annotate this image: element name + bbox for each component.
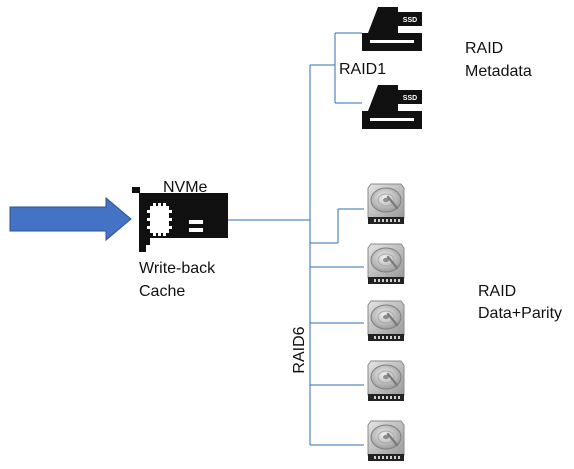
connector-lines [228, 32, 364, 446]
raid6-desc-line1: RAID [478, 283, 517, 300]
ssd-icon: SSD [362, 85, 422, 129]
raid1-label: RAID1 [339, 61, 387, 78]
ssd-tag-2: SSD [403, 95, 417, 102]
raid1-desc-line2: Metadata [465, 63, 532, 80]
nvme-label: NVMe [163, 179, 208, 196]
ssd-icon: SSD [362, 7, 422, 51]
input-arrow [9, 196, 132, 242]
ssd-tag-1: SSD [403, 17, 417, 24]
hard-drive-icon [366, 299, 406, 343]
raid6-desc-line2: Data+Parity [478, 305, 563, 322]
raid6-label: RAID6 [291, 326, 308, 374]
hard-drive-icon [366, 182, 406, 226]
nvme-card-icon [132, 187, 228, 252]
hard-drive-icon [366, 359, 406, 403]
hard-drive-icon [366, 242, 406, 286]
hard-drive-icon [366, 419, 406, 463]
cache-label-line2: Cache [139, 283, 186, 300]
raid1-desc-line1: RAID [465, 40, 504, 57]
cache-label-line1: Write-back [139, 260, 216, 277]
